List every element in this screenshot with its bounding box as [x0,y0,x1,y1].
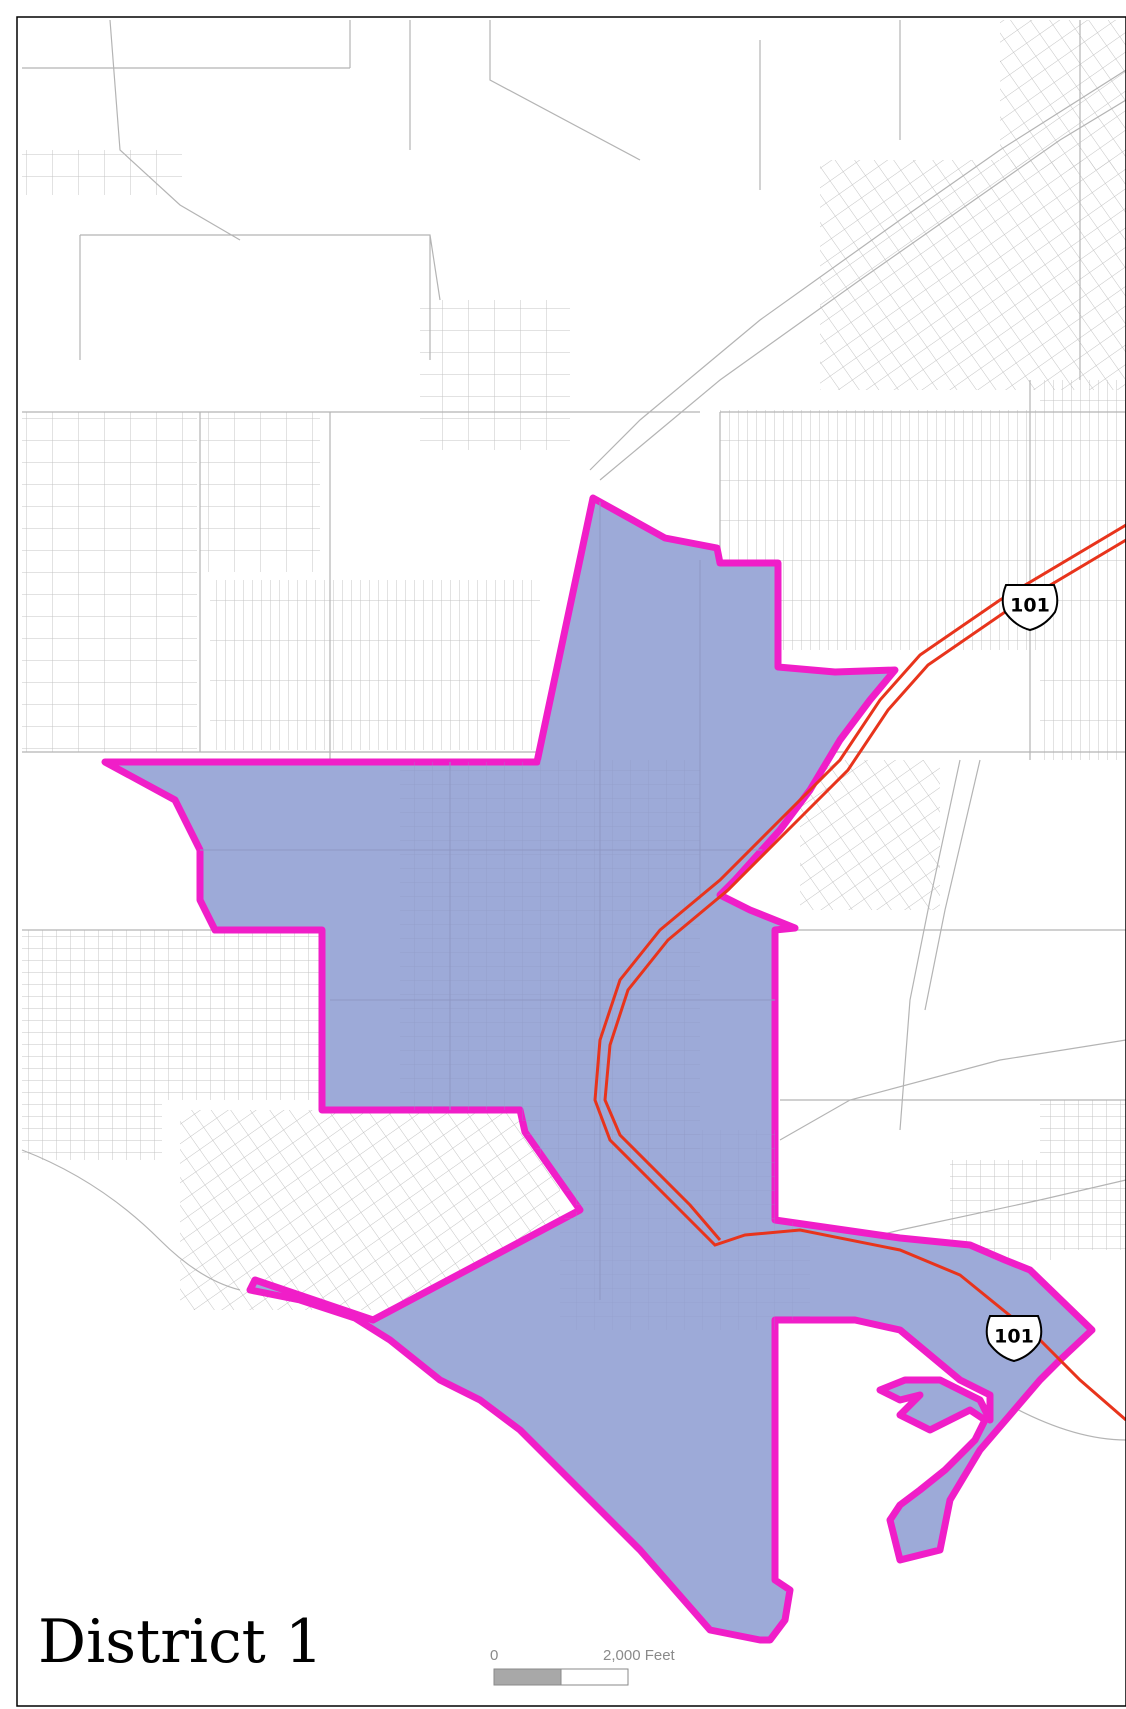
highway-101-route [593,523,1126,1422]
district-interior-parcels [200,500,810,1330]
scale-zero-label: 0 [490,1647,499,1664]
highway-shield-north-label: 101 [1010,595,1050,617]
highway-shield-south-label: 101 [994,1326,1034,1348]
map-border [16,16,1126,1707]
district-title: District 1 [38,1607,324,1677]
highway-shield-south[interactable]: 101 [985,1315,1043,1363]
parcel-blocks [22,20,1126,1310]
highway-shield-north[interactable]: 101 [1001,584,1059,632]
scale-distance-label: 2,000 Feet [603,1647,675,1664]
scale-bar [493,1668,629,1686]
